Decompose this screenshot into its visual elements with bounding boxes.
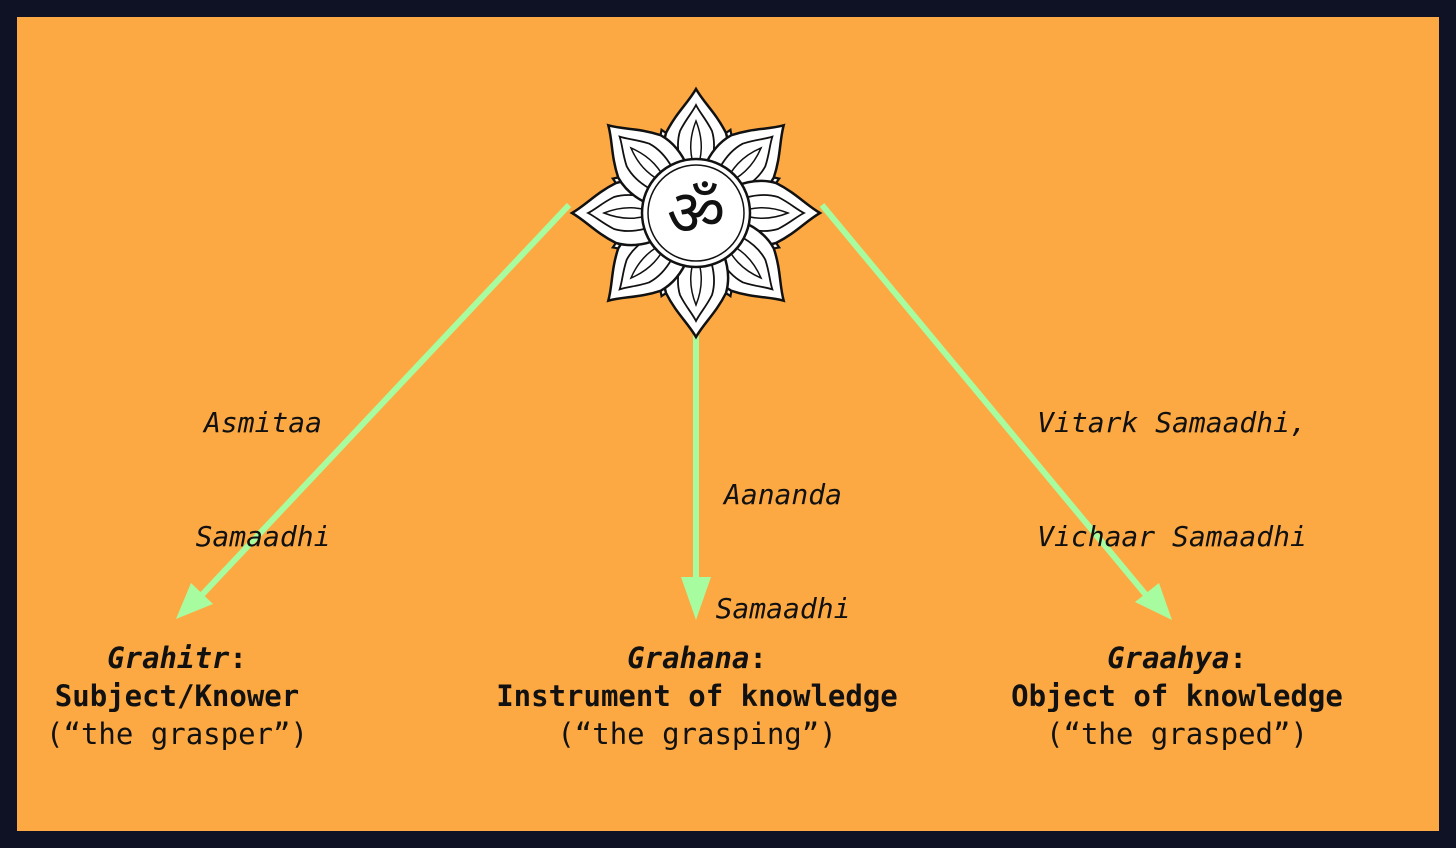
node-grasper-description: Subject/Knower [54,679,300,713]
node-grasped-term: Graahya [1107,641,1230,675]
node-grasped-colon: : [1229,641,1247,675]
arrow-to-grasping [681,329,711,620]
edge-label-right: Vitark Samaadhi, Vichaar Samaadhi [1012,328,1332,632]
arrow-to-grasper [176,202,572,619]
node-grasping-term: Grahana [627,641,750,675]
edge-label-center: Aananda Samaadhi [703,400,863,704]
edge-label-left-line2: Samaadhi [195,520,331,553]
edge-label-right-line1: Vitark Samaadhi, [1037,406,1307,439]
edge-label-left: Asmitaa Samaadhi [177,328,349,632]
om-lotus-icon: ॐ [570,87,822,339]
node-grasper-gloss: (“the grasper”) [46,717,308,751]
node-grasped-gloss: (“the grasped”) [1046,717,1308,751]
node-grasping-heading: Grahana: [457,639,937,677]
node-grasping-colon: : [749,641,767,675]
arrow-to-grasped [819,203,1172,620]
om-glyph: ॐ [667,177,725,251]
node-grasper-colon: : [229,641,247,675]
edge-label-center-line2: Samaadhi [715,592,851,625]
edge-label-center-line1: Aananda [723,478,842,511]
edge-label-left-line1: Asmitaa [203,406,322,439]
node-grasped-heading: Graahya: [972,639,1382,677]
node-grasping-description: Instrument of knowledge [496,679,898,713]
edge-label-right-line2: Vichaar Samaadhi [1037,520,1307,553]
node-grasping-gloss: (“the grasping”) [557,717,837,751]
node-grasper: Grahitr: Subject/Knower (“the grasper”) [17,639,337,753]
node-grasped-description: Object of knowledge [1011,679,1343,713]
node-grasper-term: Grahitr [107,641,230,675]
node-grasped: Graahya: Object of knowledge (“the grasp… [972,639,1382,753]
diagram-svg: ॐ [176,87,1172,620]
node-grasper-heading: Grahitr: [17,639,337,677]
diagram-canvas: ॐ Asmitaa Samaadhi Aananda Samaadhi Vita… [17,17,1439,831]
node-grasping: Grahana: Instrument of knowledge (“the g… [457,639,937,753]
